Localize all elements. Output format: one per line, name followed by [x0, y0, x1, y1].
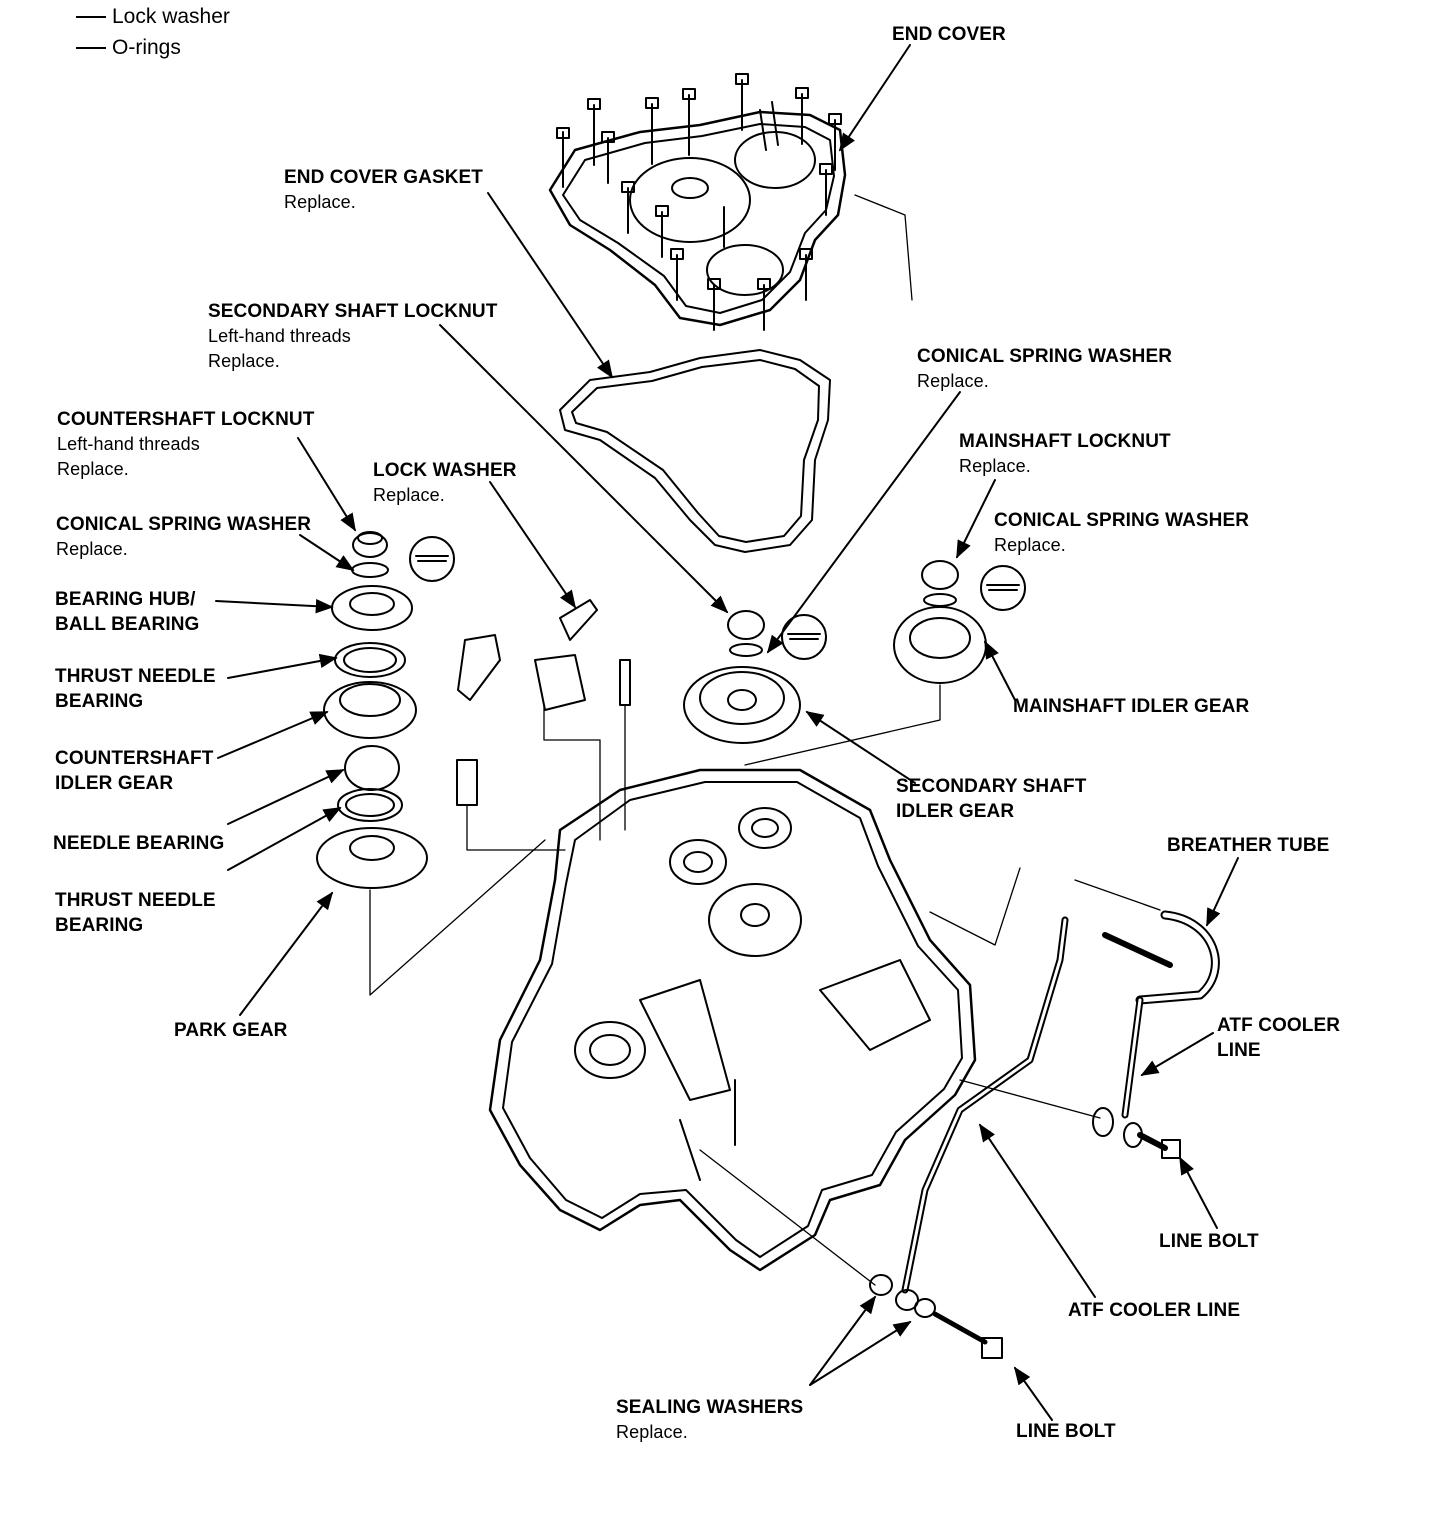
- label-line-bolt-upper: LINE BOLT: [1159, 1231, 1259, 1252]
- end-cover-gasket-part: [559, 349, 831, 553]
- legend-dash: [76, 16, 106, 19]
- leader-arrows: [215, 44, 1239, 1421]
- label-needle-bearing: NEEDLE BEARING: [53, 833, 225, 854]
- legend: Lock washer O-rings: [76, 1, 230, 63]
- label-atf-cooler-line-lower: ATF COOLER LINE: [1068, 1300, 1241, 1321]
- end-cover-bolts: [556, 73, 842, 331]
- lock-washer-part: [456, 599, 631, 806]
- label-mainshaft-locknut: MAINSHAFT LOCKNUT Replace.: [959, 431, 1171, 476]
- legend-item-lock-washer: Lock washer: [76, 1, 230, 32]
- countershaft-stack: [316, 531, 428, 889]
- label-atf-cooler-line-upper: ATF COOLER LINE: [1217, 1015, 1341, 1061]
- washer-symbols: [409, 536, 1026, 660]
- label-countershaft-idler-gear: COUNTERSHAFT IDLER GEAR: [55, 748, 214, 794]
- assembly-guide-lines: [369, 194, 1161, 1286]
- label-countershaft-locknut: COUNTERSHAFT LOCKNUT Left-hand threads R…: [57, 409, 315, 479]
- label-lock-washer: LOCK WASHER Replace.: [373, 460, 517, 505]
- label-mainshaft-idler-gear: MAINSHAFT IDLER GEAR: [1013, 696, 1250, 717]
- label-bearing-hub: BEARING HUB/ BALL BEARING: [55, 589, 200, 635]
- secondary-shaft-stack: [683, 610, 801, 744]
- label-secondary-shaft-locknut: SECONDARY SHAFT LOCKNUT Left-hand thread…: [208, 301, 498, 371]
- line-bolts-and-washers: [869, 1107, 1181, 1359]
- label-park-gear: PARK GEAR: [174, 1020, 288, 1041]
- label-conical-spring-washer-left: CONICAL SPRING WASHER Replace.: [56, 514, 312, 559]
- label-breather-tube: BREATHER TUBE: [1167, 835, 1330, 856]
- label-end-cover: END COVER: [892, 24, 1006, 45]
- legend-item-o-rings: O-rings: [76, 32, 230, 63]
- label-end-cover-gasket: END COVER GASKET Replace.: [284, 167, 484, 212]
- label-conical-spring-washer-right: CONICAL SPRING WASHER Replace.: [994, 510, 1250, 555]
- label-sealing-washers: SEALING WASHERS Replace.: [616, 1397, 804, 1442]
- label-conical-spring-washer-top: CONICAL SPRING WASHER Replace.: [917, 346, 1173, 391]
- label-thrust-needle-bearing-2: THRUST NEEDLE BEARING: [55, 890, 216, 936]
- label-secondary-shaft-idler-gear: SECONDARY SHAFT IDLER GEAR: [896, 776, 1087, 822]
- atf-cooler-line-lower-part: [901, 916, 1069, 1294]
- label-thrust-needle-bearing-1: THRUST NEEDLE BEARING: [55, 666, 216, 712]
- transmission-case-part: [488, 768, 977, 1272]
- mainshaft-stack: [893, 560, 987, 684]
- legend-dash: [76, 47, 106, 50]
- label-line-bolt-lower: LINE BOLT: [1016, 1421, 1116, 1442]
